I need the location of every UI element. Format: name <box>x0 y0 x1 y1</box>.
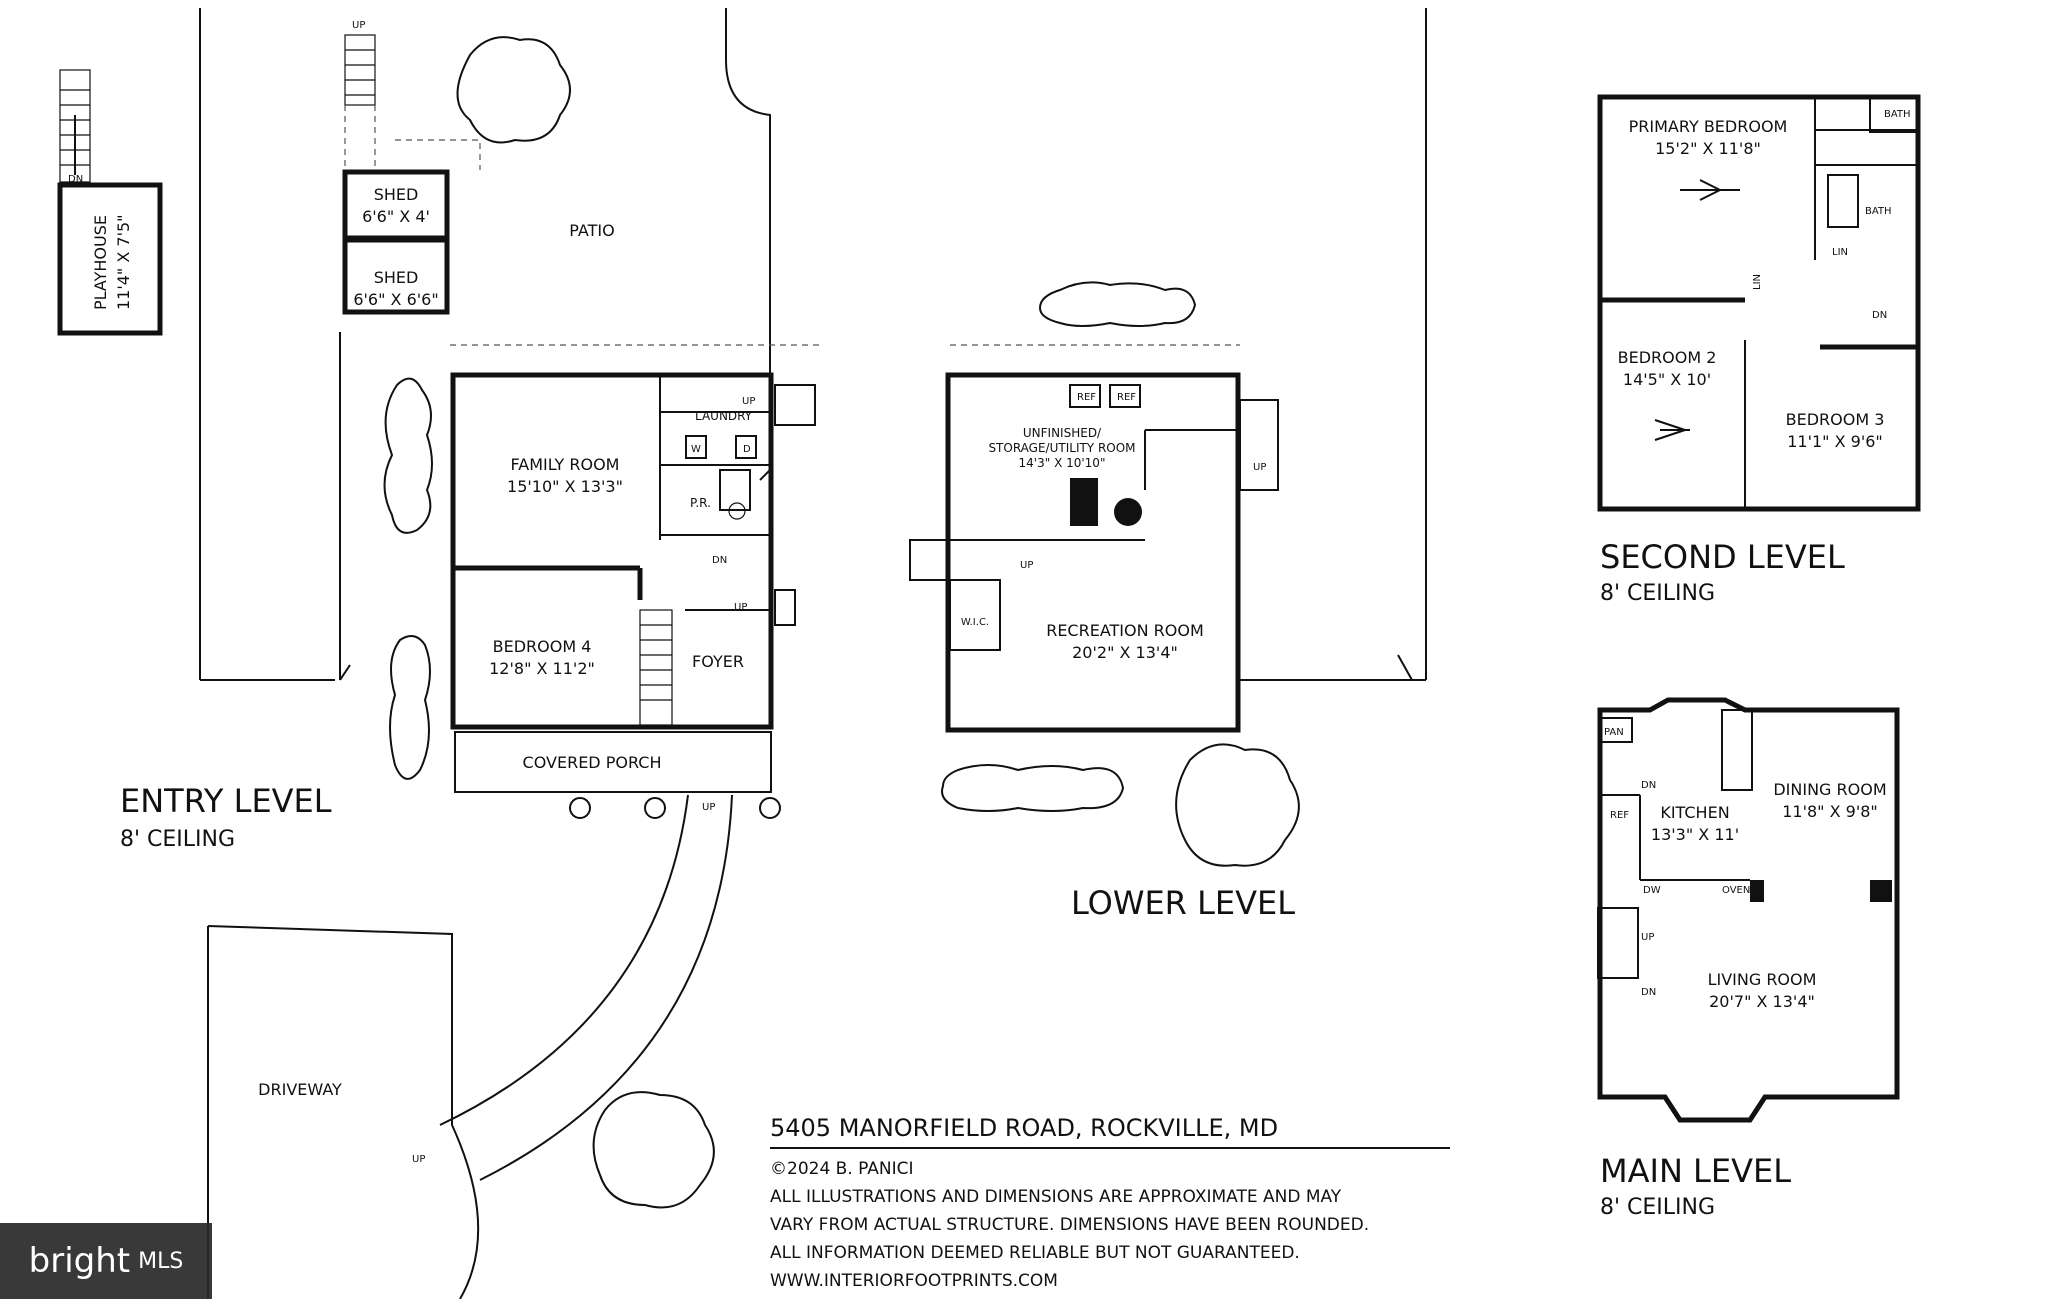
lower-level-plan: REF REF UP UP UNFINISHED/ STORAGE/UTILIT… <box>909 344 1279 733</box>
lin2-label: LIN <box>1752 274 1763 290</box>
family-room-name: FAMILY ROOM <box>511 455 620 474</box>
main-level-ceiling: 8' CEILING <box>1600 1195 1715 1220</box>
bedroom3-name: BEDROOM 3 <box>1786 410 1885 429</box>
bath1-label: BATH <box>1884 109 1911 120</box>
recreation-dims: 20'2" X 13'4" <box>1072 643 1178 662</box>
playhouse-dims: 11'4" X 7'5" <box>114 214 133 310</box>
utility-dims: 14'3" X 10'10" <box>1019 456 1106 470</box>
landscaping <box>383 36 1300 1209</box>
living-dims: 20'7" X 13'4" <box>1709 992 1815 1011</box>
pantry-label: PAN <box>1604 727 1624 738</box>
covered-porch-label: COVERED PORCH <box>523 753 662 772</box>
laundry-up-label: UP <box>742 396 755 407</box>
lower-ref1-label: REF <box>1077 392 1096 403</box>
bedroom3-dims: 11'1" X 9'6" <box>1787 432 1883 451</box>
dryer-label: D <box>743 444 751 455</box>
lower-up-label: UP <box>1253 462 1266 473</box>
laundry-label: LAUNDRY <box>695 409 753 423</box>
yard-stairs: UP <box>344 20 481 170</box>
entry-up-label: UP <box>734 602 747 613</box>
kitchen-name: KITCHEN <box>1660 803 1729 822</box>
main-dn1-label: DN <box>1641 780 1656 791</box>
lower-up2-label: UP <box>1020 560 1033 571</box>
lower-ref2-label: REF <box>1117 392 1136 403</box>
main-dn2-label: DN <box>1641 987 1656 998</box>
bedroom2-name: BEDROOM 2 <box>1618 348 1717 367</box>
driveway-up-label: UP <box>412 1154 425 1165</box>
foyer-label: FOYER <box>692 652 744 671</box>
watermark-brand: bright <box>28 1241 131 1281</box>
second-level-ceiling: 8' CEILING <box>1600 581 1715 606</box>
utility-line1: UNFINISHED/ <box>1023 426 1102 440</box>
dw-label: DW <box>1643 885 1661 896</box>
shed1-dims: 6'6" X 4' <box>362 207 430 226</box>
main-level-title: MAIN LEVEL <box>1600 1152 1791 1190</box>
recreation-name: RECREATION ROOM <box>1046 621 1204 640</box>
main-ref-label: REF <box>1610 810 1629 821</box>
website: WWW.INTERIORFOOTPRINTS.COM <box>770 1271 1058 1291</box>
powder-room-label: P.R. <box>690 496 711 510</box>
disclaimer-line1: ALL ILLUSTRATIONS AND DIMENSIONS ARE APP… <box>770 1187 1342 1207</box>
dining-name: DINING ROOM <box>1773 780 1886 799</box>
entry-level-title: ENTRY LEVEL <box>120 782 332 820</box>
oven-label: OVEN <box>1722 885 1750 896</box>
family-room-dims: 15'10" X 13'3" <box>507 477 623 496</box>
shed2-dims: 6'6" X 6'6" <box>353 290 438 309</box>
info-block: 5405 MANORFIELD ROAD, ROCKVILLE, MD ©202… <box>770 1114 1450 1291</box>
playhouse: DN PLAYHOUSE 11'4" X 7'5" <box>57 69 163 336</box>
disclaimer-line2: VARY FROM ACTUAL STRUCTURE. DIMENSIONS H… <box>770 1215 1369 1235</box>
utility-line2: STORAGE/UTILITY ROOM <box>988 441 1135 455</box>
entry-dn-label: DN <box>712 555 727 566</box>
playhouse-name: PLAYHOUSE <box>91 215 110 310</box>
primary-bedroom-dims: 15'2" X 11'8" <box>1655 139 1761 158</box>
shed2-name: SHED <box>374 268 419 287</box>
driveway-label: DRIVEWAY <box>258 1080 342 1099</box>
entry-level-ceiling: 8' CEILING <box>120 827 235 852</box>
sheds: SHED 6'6" X 4' SHED 6'6" X 6'6" <box>342 169 450 315</box>
bedroom4-dims: 12'8" X 11'2" <box>489 659 595 678</box>
washer-label: W <box>691 444 701 455</box>
entry-level-plan: LAUNDRY W D P.R. UP DN UP FAMILY ROOM 15… <box>450 372 816 813</box>
copyright: ©2024 B. PANICI <box>770 1159 914 1179</box>
main-level-plan: PAN REF DW OVEN DN UP DN KITCHEN 13'3" X… <box>1597 697 1900 1123</box>
second-level-plan: BATH BATH LIN LIN DN PRIMARY BEDROOM 15'… <box>1597 94 1921 512</box>
lin1-label: LIN <box>1832 247 1848 258</box>
address: 5405 MANORFIELD ROAD, ROCKVILLE, MD <box>770 1114 1278 1142</box>
lower-level-title: LOWER LEVEL <box>1071 884 1295 922</box>
site-lines <box>199 8 1427 681</box>
shed1-name: SHED <box>374 185 419 204</box>
playhouse-dn-label: DN <box>68 174 83 185</box>
second-dn-label: DN <box>1872 310 1887 321</box>
second-level-title: SECOND LEVEL <box>1600 538 1845 576</box>
bedroom4-name: BEDROOM 4 <box>493 637 592 656</box>
yard-up-label: UP <box>352 20 365 31</box>
porch-up-label: UP <box>702 802 715 813</box>
dining-dims: 11'8" X 9'8" <box>1782 802 1878 821</box>
disclaimer-line3: ALL INFORMATION DEEMED RELIABLE BUT NOT … <box>770 1243 1300 1263</box>
bright-mls-watermark: bright MLS <box>0 1223 212 1299</box>
main-up-label: UP <box>1641 932 1654 943</box>
walkway-driveway: DRIVEWAY UP <box>207 794 733 1299</box>
bath2-label: BATH <box>1865 206 1892 217</box>
bedroom2-dims: 14'5" X 10' <box>1623 370 1711 389</box>
wic-label: W.I.C. <box>961 617 989 628</box>
patio-label: PATIO <box>569 221 614 240</box>
living-name: LIVING ROOM <box>1708 970 1817 989</box>
kitchen-dims: 13'3" X 11' <box>1651 825 1739 844</box>
watermark-suffix: MLS <box>138 1248 184 1274</box>
primary-bedroom-name: PRIMARY BEDROOM <box>1629 117 1788 136</box>
